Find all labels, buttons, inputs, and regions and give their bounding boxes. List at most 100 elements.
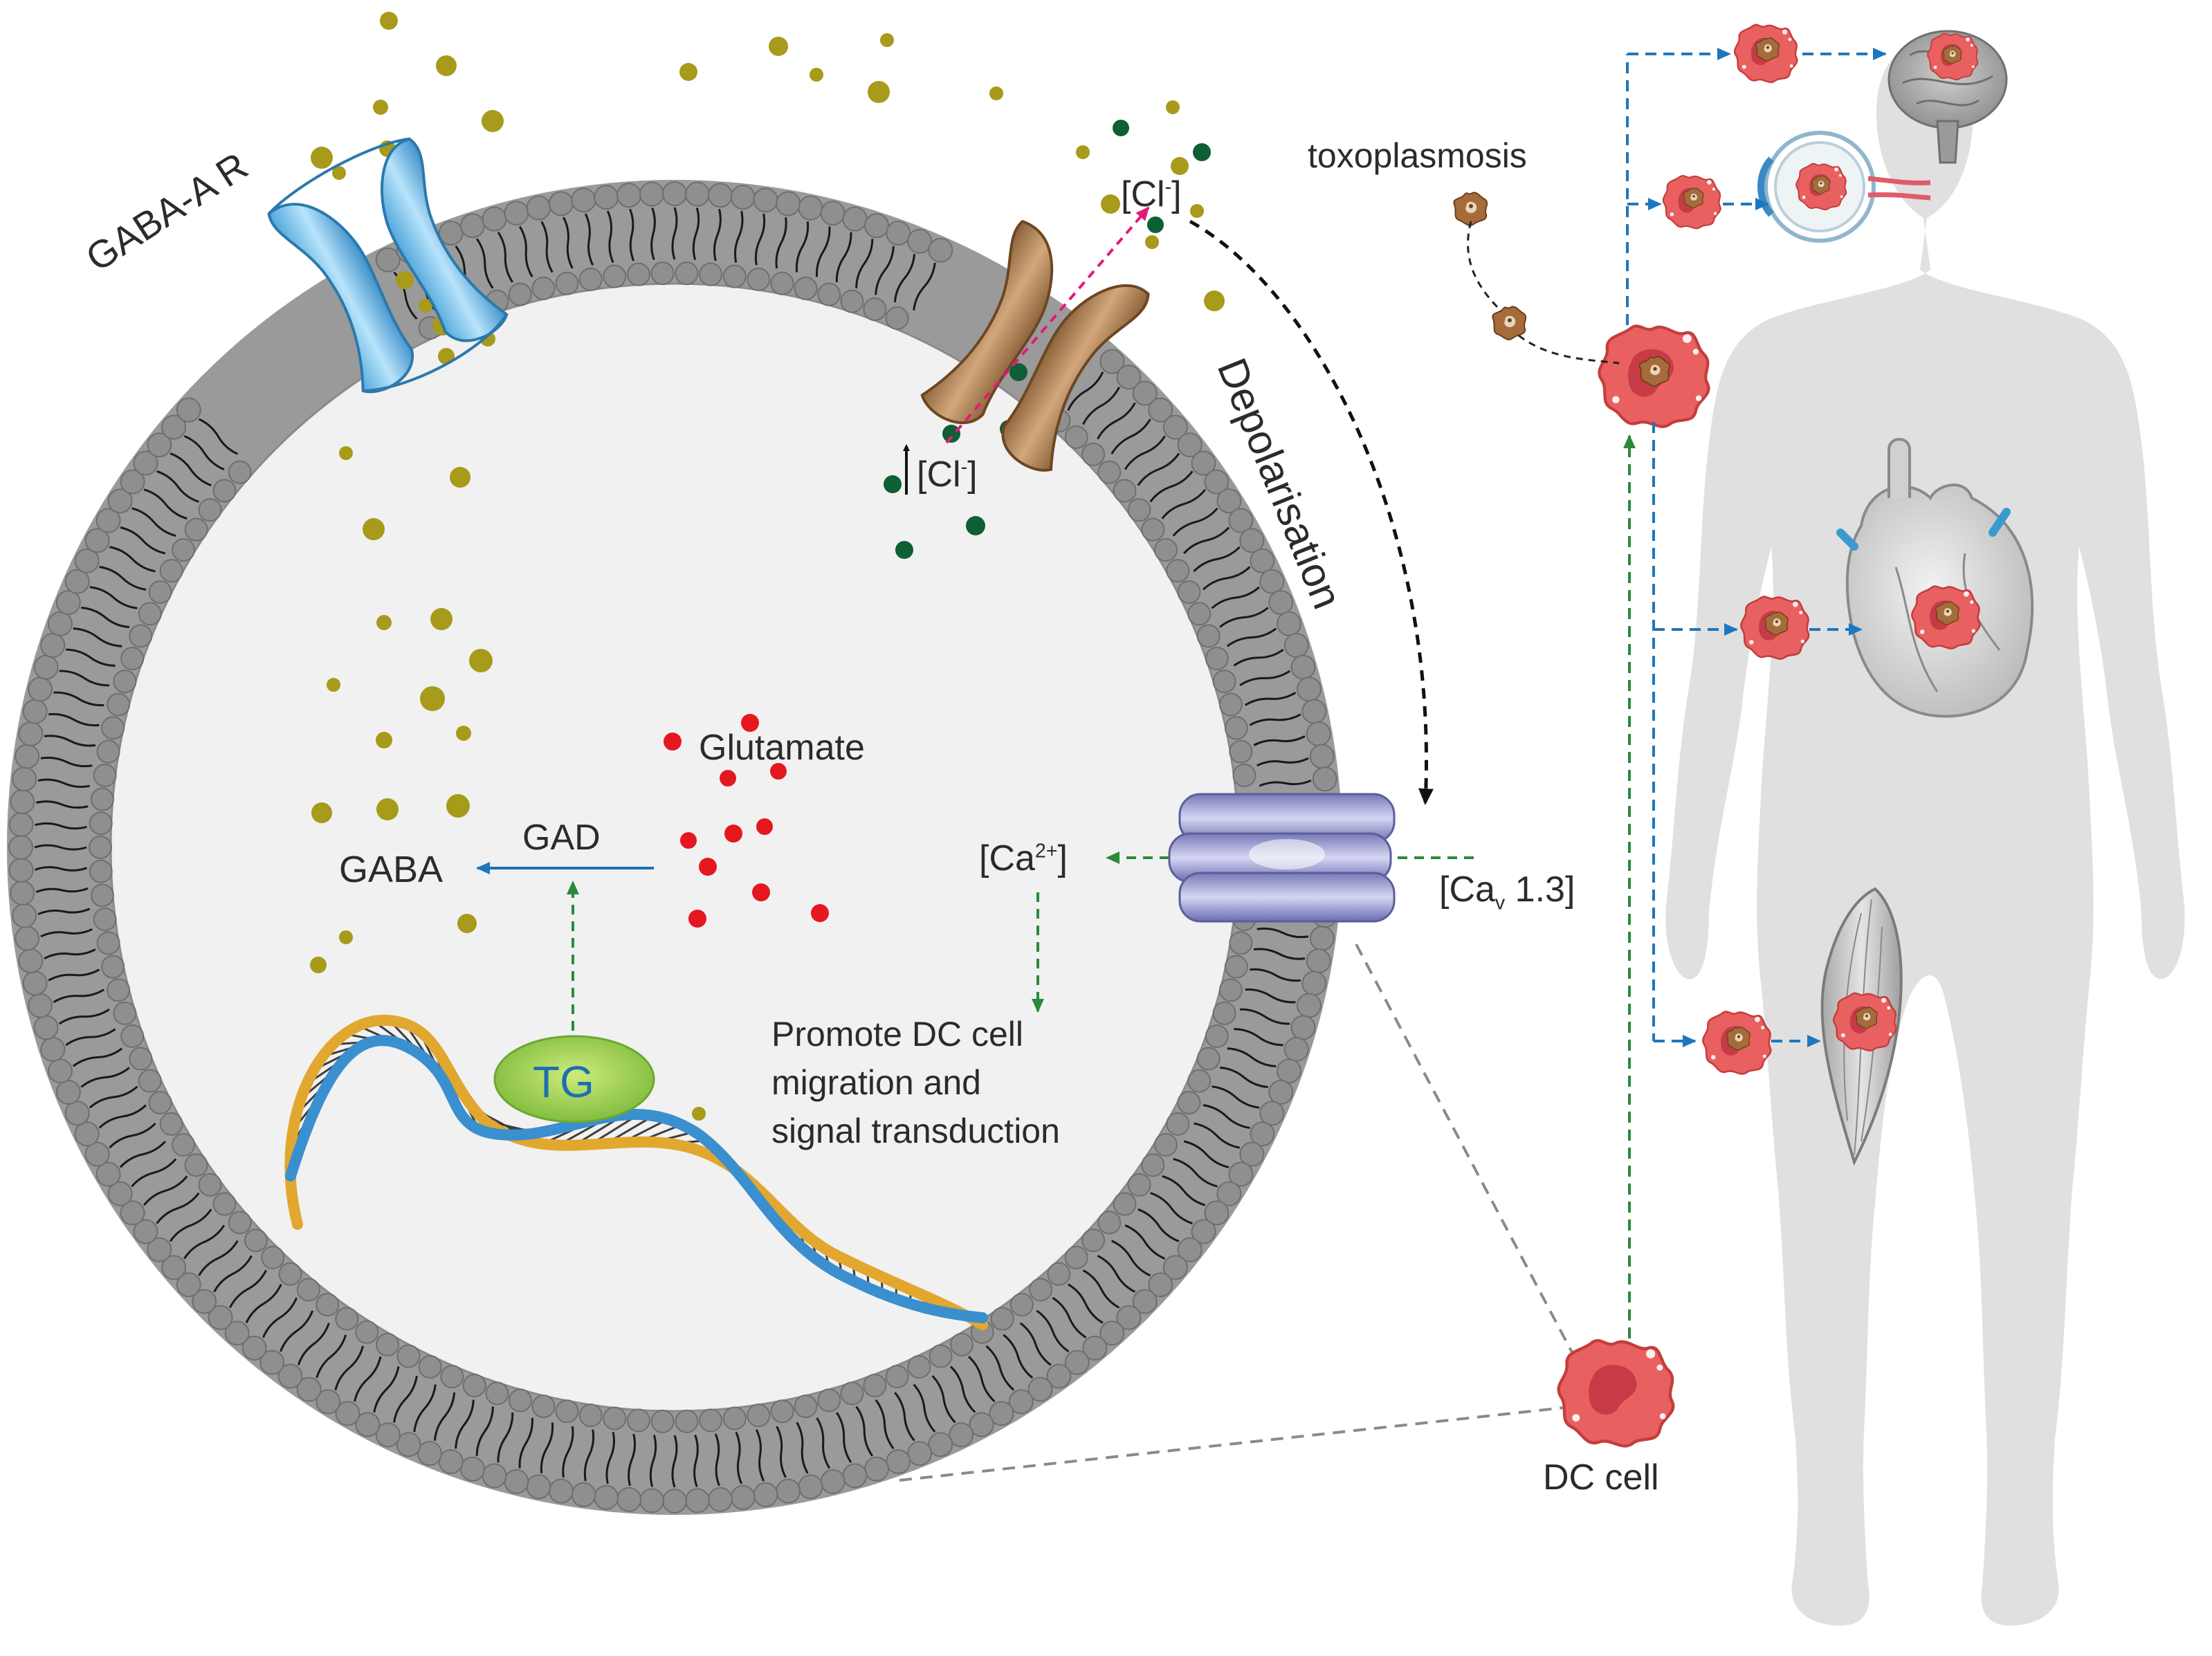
chloride-particle [1193, 143, 1211, 161]
phospholipid-head [296, 1377, 322, 1402]
phospholipid-head [770, 1399, 794, 1424]
gaba-particle [373, 100, 388, 115]
phospholipid-tail [755, 1429, 765, 1482]
phospholipid-tail [1097, 402, 1136, 440]
gaba-particle [311, 147, 333, 169]
phospholipid-head [626, 262, 650, 286]
phospholipid-head [261, 1246, 285, 1270]
phospholipid-head [84, 528, 110, 553]
phospholipid-head [1301, 699, 1327, 724]
phospholipid-head [504, 1469, 529, 1494]
phospholipid-tail [713, 208, 722, 261]
gaba-particle [376, 798, 399, 820]
phospholipid-head [594, 185, 619, 210]
phospholipid-tail [540, 221, 554, 273]
phospholipid-head [1177, 1091, 1201, 1115]
chloride-outside-label: [Cl-] [1121, 176, 1182, 212]
phospholipid-head [418, 1355, 442, 1379]
phospholipid-head [1148, 397, 1173, 423]
phospholipid-tail [81, 606, 130, 629]
gaba-particle [810, 68, 823, 82]
chloride-inside-label: [Cl-] [917, 457, 978, 493]
calcium-charge: 2+ [1034, 840, 1058, 863]
phospholipid-head [1218, 978, 1243, 1002]
phospholipid-head [1296, 993, 1322, 1018]
phospholipid-head [15, 744, 40, 769]
dc-cell-label: DC cell [1543, 1457, 1659, 1498]
phospholipid-head [675, 261, 699, 286]
phospholipid-head [1008, 1389, 1034, 1415]
gaba-particles [310, 12, 1225, 1121]
phospholipid-head [675, 1409, 699, 1433]
phospholipid-tail [1082, 1269, 1120, 1309]
phospholipid-tail [518, 226, 533, 278]
phospholipid-head [55, 589, 81, 615]
gaba-particle [1204, 291, 1225, 311]
phospholipid-head [1283, 632, 1309, 658]
gaba-particle [880, 33, 894, 47]
phospholipid-tail [1194, 1122, 1241, 1149]
phospholipid-head [1309, 926, 1335, 951]
phospholipid-head [8, 835, 33, 860]
phospholipid-head [1116, 365, 1142, 390]
phospholipid-tail [143, 1175, 188, 1206]
phospholipid-tail [131, 507, 176, 537]
gaba-particle [446, 794, 470, 818]
phospholipid-head [571, 187, 596, 213]
phospholipid-tail [455, 1399, 475, 1449]
phospholipid-head [28, 993, 53, 1018]
phospholipid-head [526, 195, 551, 221]
phospholipid-head [147, 432, 172, 458]
phospholipid-head [1205, 647, 1229, 671]
chloride-particle [942, 425, 960, 443]
phospholipid-head [12, 903, 37, 928]
phospholipid-tail [354, 1356, 382, 1402]
phospholipid-tail [1173, 1157, 1218, 1188]
tg-protein-icon [493, 1035, 655, 1123]
phospholipid-head [1132, 380, 1158, 406]
phospholipid-head [89, 859, 113, 883]
phospholipid-tail [1124, 435, 1166, 470]
phospholipid-head [1177, 580, 1201, 604]
phospholipid-tail [89, 1085, 138, 1109]
phospholipid-head [1113, 1192, 1137, 1216]
toxoplasma-icon [1764, 611, 1789, 636]
phospholipid-head [699, 262, 723, 286]
phospholipid-head [650, 261, 675, 286]
phospholipid-tail [835, 232, 852, 282]
phospholipid-head [93, 763, 117, 787]
chloride-outside-close: ] [1171, 174, 1182, 214]
phospholipid-tail [316, 1334, 347, 1379]
phospholipid-tail [66, 648, 116, 667]
phospholipid-head [96, 931, 120, 955]
phospholipid-head [1127, 498, 1151, 522]
phospholipid-tail [44, 735, 96, 747]
phospholipid-head [129, 1047, 153, 1071]
phospholipid-head [770, 271, 794, 295]
phospholipid-tail [836, 1412, 852, 1464]
phospholipid-tail [913, 262, 936, 311]
phospholipid-head [107, 692, 131, 717]
glutamate-particle [756, 818, 773, 835]
chloride-inside-close: ] [967, 454, 978, 495]
chloride-outside-text: [Cl [1121, 174, 1165, 214]
gaba-particle [692, 1107, 706, 1121]
phospholipid-head [89, 836, 112, 859]
gaba-particle [1190, 204, 1204, 218]
phospholipid-head [950, 1332, 974, 1356]
phospholipid-head [699, 1408, 723, 1433]
phospholipid-tail [650, 208, 656, 261]
phospholipid-head [64, 1101, 90, 1126]
phospholipid-tail [692, 208, 700, 260]
phospholipid-tail [562, 1426, 574, 1478]
phospholipid-head [184, 1153, 208, 1177]
phospholipid-head [1277, 1058, 1302, 1084]
phospholipid-head [722, 264, 747, 288]
phospholipid-head [375, 1422, 401, 1448]
phospholipid-tail [875, 246, 895, 295]
phospholipid-tail [280, 1310, 314, 1352]
phospholipid-head [662, 1489, 687, 1514]
phospholipid-head [794, 276, 818, 300]
phospholipid-head [33, 1015, 59, 1040]
phospholipid-tail [143, 488, 188, 520]
